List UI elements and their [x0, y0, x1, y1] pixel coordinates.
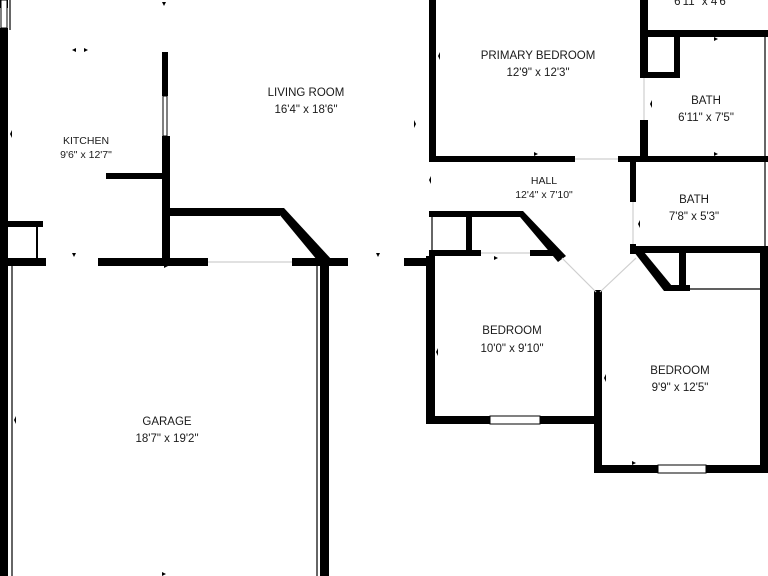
primary-bedroom-name: PRIMARY BEDROOM [481, 50, 596, 62]
tick [10, 130, 12, 138]
wall-garage-right [320, 262, 329, 576]
top-right-room-dims: 6'11" x 4'6" [674, 0, 730, 8]
bedroom-left-dims: 10'0" x 9'10" [480, 343, 543, 355]
wall-left-exterior [0, 28, 8, 576]
bath-lower-dims: 7'8" x 5'3" [669, 211, 719, 223]
tick [162, 572, 166, 576]
tick [438, 52, 440, 60]
bedroom-right-dims: 9'9" x 12'5" [652, 382, 709, 394]
wall-bedroom-divider [594, 290, 602, 470]
wall-closet-top [0, 221, 43, 227]
wall-bath-lower-inner [679, 248, 686, 290]
wall-hall-bottom-left [404, 258, 432, 266]
bedroom-right-name: BEDROOM [650, 365, 709, 377]
door-bedroom-left-a [561, 257, 597, 293]
wall-bedroom-left-top-a [429, 211, 521, 217]
tick [638, 220, 640, 228]
door-openings [164, 78, 645, 293]
tick [650, 100, 652, 108]
tick [534, 152, 538, 156]
wall-bath-lower-bottom [630, 246, 768, 253]
tick [494, 256, 498, 260]
wall-kitchen-partition-upper [162, 52, 168, 96]
wall-bath-lower-ledge [664, 285, 690, 291]
wall-bedroom-right-right [760, 250, 768, 472]
wall-primary-right-lower [640, 120, 648, 160]
wall-bath-lower-left [630, 160, 636, 202]
tick [429, 176, 431, 184]
wall-kitchen-bottom-mid [98, 258, 208, 266]
wall-primary-bottom-b [618, 156, 768, 162]
wall-closet-side [36, 226, 38, 259]
bath-upper-name: BATH [691, 95, 721, 107]
wall-topright-left [640, 0, 648, 36]
kitchen-dims: 9'6" x 12'7" [60, 149, 112, 161]
door-bedroom-right [599, 257, 637, 293]
room-labels: 6'11" x 4'6" PRIMARY BEDROOM 12'9" x 12'… [60, 0, 734, 445]
bedroom-left-name: BEDROOM [482, 325, 541, 337]
wall-kitchen-bottom-left [0, 258, 46, 266]
hall-dims: 12'4" x 7'10" [515, 189, 573, 201]
thin-walls [9, 0, 766, 576]
bath-lower-name: BATH [679, 194, 709, 206]
wall-bedroom-left-ledge [530, 250, 560, 256]
wall-bedroom-left-closet-bottom [429, 250, 481, 256]
tick [72, 253, 76, 257]
wall-topright-bottom [640, 30, 768, 37]
kitchen-name: KITCHEN [63, 135, 109, 147]
garage-dims: 18'7" x 19'2" [135, 433, 198, 445]
wall-closet-box-bottom [640, 72, 680, 78]
garage-name: GARAGE [142, 416, 192, 428]
window-bedroom-right [657, 464, 707, 474]
wall-primary-left [429, 0, 436, 162]
wall-primary-bottom-a [429, 156, 575, 162]
bath-upper-dims: 6'11" x 7'5" [678, 112, 734, 124]
wall-bedroom-left-closet [466, 214, 472, 254]
wall-primary-right [640, 34, 648, 76]
wall-bedroom-left-angle [515, 211, 566, 262]
tick [164, 264, 168, 268]
wall-living-angle [274, 208, 332, 266]
tick [714, 152, 718, 156]
wall-bedroom-left-left [426, 256, 435, 424]
windows [0, 0, 707, 474]
tick [72, 48, 76, 52]
hall-name: HALL [531, 175, 557, 187]
living-room-name: LIVING ROOM [268, 87, 345, 99]
primary-bedroom-dims: 12'9" x 12'3" [506, 67, 569, 79]
living-room-dims: 16'4" x 18'6" [274, 104, 337, 116]
tick [436, 348, 438, 356]
wall-closet-box-right [674, 36, 680, 78]
tick [84, 48, 88, 52]
tick [632, 461, 636, 465]
ticks [10, 2, 718, 576]
window-bedroom-left [489, 415, 541, 425]
tick [376, 253, 380, 257]
tick [604, 374, 606, 382]
tick [162, 2, 166, 6]
wall-kitchen-counter [106, 173, 166, 179]
wall-living-lower [168, 208, 280, 216]
window-kitchen-left [0, 0, 8, 29]
window-kitchen-partition [162, 95, 168, 137]
tick [414, 120, 416, 128]
tick [14, 416, 16, 424]
wall-bath-angle [634, 252, 672, 291]
wall-kitchen-partition-lower [162, 136, 170, 264]
tick [714, 37, 718, 41]
